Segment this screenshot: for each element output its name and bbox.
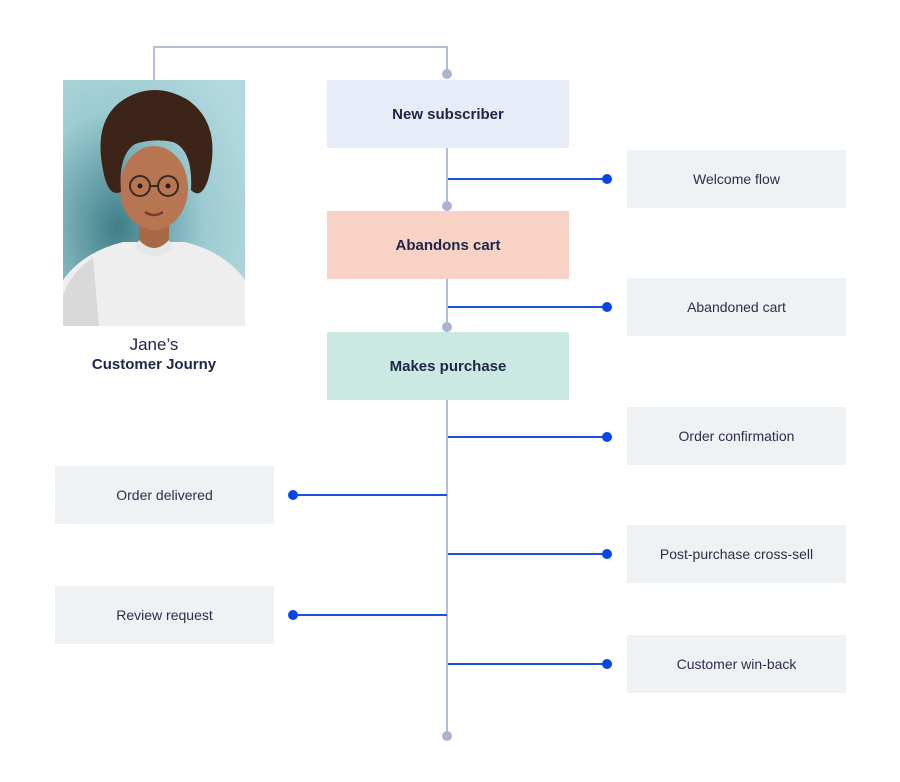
connector-line — [448, 436, 608, 438]
top-connector-left — [153, 46, 155, 80]
connector-dot — [602, 659, 612, 669]
stage-label: New subscriber — [392, 105, 504, 123]
node-dot-end — [442, 731, 452, 741]
stage-abandons-cart: Abandons cart — [327, 211, 569, 279]
connector-dot — [288, 490, 298, 500]
flow-label: Order delivered — [116, 487, 213, 503]
connector-dot — [602, 432, 612, 442]
connector-line — [448, 553, 608, 555]
connector-dot — [288, 610, 298, 620]
connector-line — [448, 663, 608, 665]
persona-name: Jane’s — [129, 335, 179, 354]
stage-makes-purchase: Makes purchase — [327, 332, 569, 400]
stage-label: Makes purchase — [389, 357, 507, 375]
flow-abandoned-cart: Abandoned cart — [627, 278, 846, 336]
flow-customer-win-back: Customer win-back — [627, 635, 846, 693]
persona-photo — [63, 80, 245, 326]
top-connector-horizontal — [153, 46, 448, 48]
flow-label: Review request — [116, 607, 213, 623]
connector-line — [448, 178, 608, 180]
flow-label: Abandoned cart — [687, 299, 786, 315]
stage-new-subscriber: New subscriber — [327, 80, 569, 148]
flow-post-purchase-cross-sell: Post-purchase cross-sell — [627, 525, 846, 583]
flow-review-request: Review request — [55, 586, 274, 644]
connector-dot — [602, 302, 612, 312]
node-dot — [442, 69, 452, 79]
flow-label: Customer win-back — [676, 656, 797, 672]
top-connector-right — [446, 46, 448, 76]
flow-order-delivered: Order delivered — [55, 466, 274, 524]
flow-label: Post-purchase cross-sell — [659, 546, 814, 562]
connector-dot — [602, 174, 612, 184]
flow-order-confirmation: Order confirmation — [627, 407, 846, 465]
journey-spine — [446, 148, 448, 736]
node-dot — [442, 201, 452, 211]
connector-line — [293, 494, 447, 496]
connector-line — [448, 306, 608, 308]
node-dot — [442, 322, 452, 332]
persona-caption: Jane’s Customer Journy — [63, 335, 245, 373]
flow-label: Welcome flow — [693, 171, 780, 187]
flow-label: Order confirmation — [678, 428, 795, 444]
flow-welcome: Welcome flow — [627, 150, 846, 208]
stage-label: Abandons cart — [395, 236, 501, 254]
connector-dot — [602, 549, 612, 559]
persona-subtitle: Customer Journy — [91, 356, 217, 373]
connector-line — [293, 614, 447, 616]
